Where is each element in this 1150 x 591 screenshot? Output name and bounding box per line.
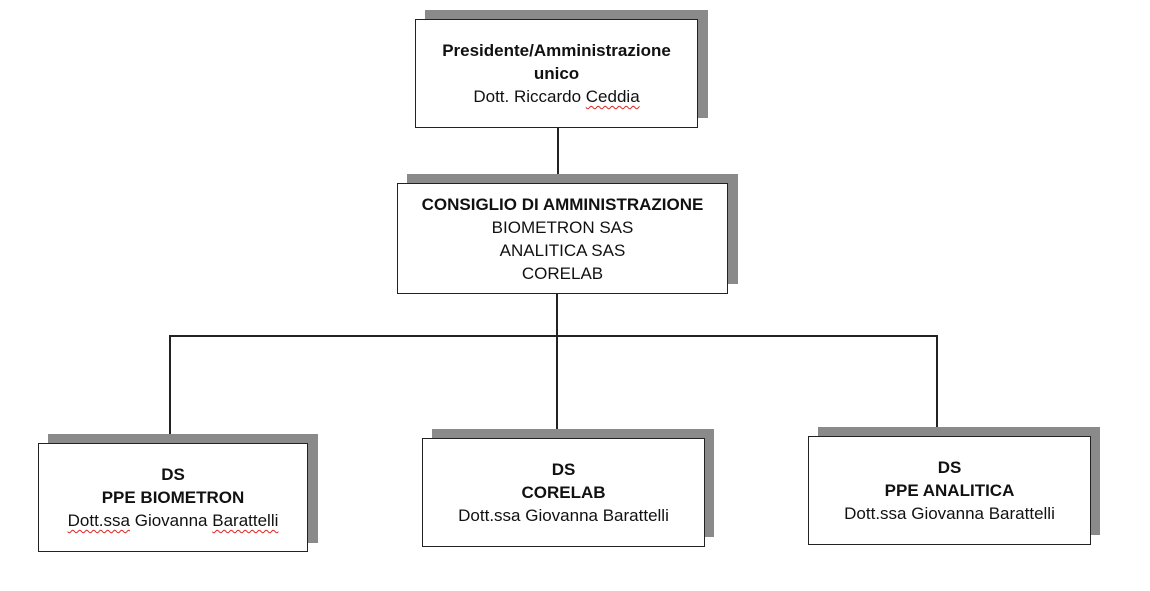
president-name: Dott. Riccardo Ceddia [473,85,639,108]
unit-person: Dott.ssa Giovanna Barattelli [458,506,669,525]
unit-role: DS [551,460,576,479]
connector-left-drop [169,335,171,445]
connector-horizontal [169,335,938,337]
president-box: Presidente/Amministrazione unico Dott. R… [415,19,698,128]
unit-person: Dott.ssa Giovanna Barattelli [844,504,1055,523]
connector-board-down [556,293,558,336]
connector-center-drop [556,335,558,440]
president-name-surname: Ceddia [585,87,640,106]
unit-person-title: Dott.ssa [67,511,130,530]
president-name-prefix: Dott. Riccardo [473,87,582,106]
board-member: ANALITICA SAS [499,240,626,260]
unit-person-first: Giovanna [134,511,208,530]
unit-person: Dott.ssa Giovanna Barattelli [68,509,279,532]
unit-name: PPE ANALITICA [884,481,1015,500]
connector-right-drop [936,335,938,438]
board-member: CORELAB [521,263,604,283]
president-title-line1: Presidente/Amministrazione [442,41,671,60]
board-member: BIOMETRON SAS [491,217,634,237]
unit-box-ppe-biometron: DS PPE BIOMETRON Dott.ssa Giovanna Barat… [38,443,308,552]
connector-top-to-board [557,127,559,184]
unit-box-corelab: DS CORELAB Dott.ssa Giovanna Barattelli [422,438,705,547]
unit-role: DS [937,458,962,477]
unit-box-ppe-analitica: DS PPE ANALITICA Dott.ssa Giovanna Barat… [808,436,1091,545]
unit-name: PPE BIOMETRON [101,488,245,507]
unit-role: DS [161,465,185,484]
unit-name: CORELAB [521,483,606,502]
president-title-line2: unico [533,64,580,83]
board-title: CONSIGLIO DI AMMINISTRAZIONE [421,194,704,214]
board-box: CONSIGLIO DI AMMINISTRAZIONE BIOMETRON S… [397,183,728,294]
unit-person-last: Barattelli [212,511,279,530]
